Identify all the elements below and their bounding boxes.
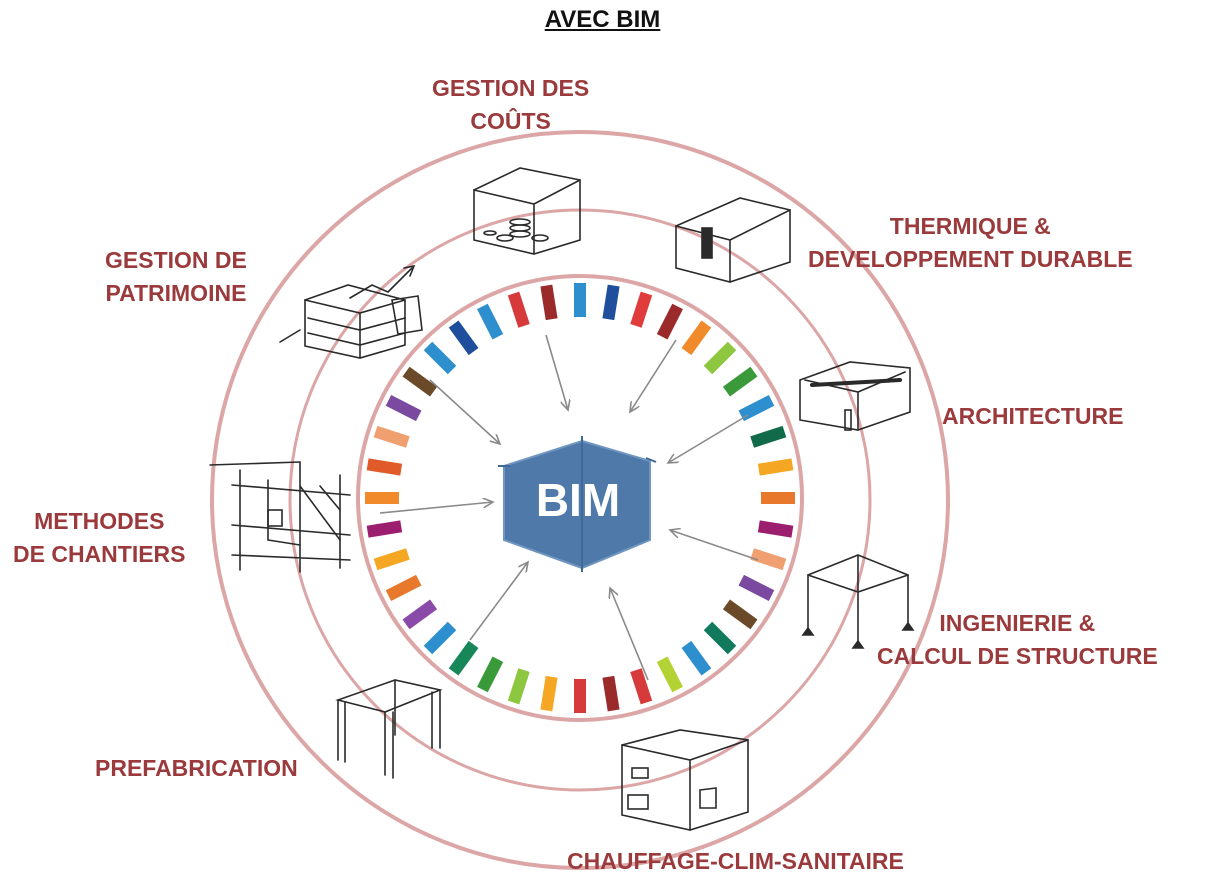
arrow <box>469 562 528 641</box>
scaffolding-sketch-icon <box>209 461 351 573</box>
color-tile <box>602 284 620 321</box>
color-tile <box>507 291 530 328</box>
color-tile <box>540 284 558 321</box>
color-tile <box>423 341 457 375</box>
color-tile <box>373 425 410 448</box>
post-beam-frame-sketch-icon <box>335 679 443 779</box>
room-with-equipment-sketch-icon <box>621 729 749 831</box>
color-tile <box>402 599 438 630</box>
color-tile <box>750 548 787 571</box>
color-tile <box>540 675 558 712</box>
color-tile <box>448 320 479 356</box>
color-tile <box>681 640 712 676</box>
label-line: GESTION DE <box>105 247 247 273</box>
color-tile <box>630 668 653 705</box>
bim-center-label: BIM <box>536 474 620 526</box>
color-tile <box>477 656 504 693</box>
label-ingenierie: INGENIERIE & CALCUL DE STRUCTURE <box>877 607 1158 673</box>
color-tile <box>477 303 504 340</box>
label-chauffage: CHAUFFAGE-CLIM-SANITAIRE <box>567 845 904 878</box>
color-tile <box>703 341 737 375</box>
label-prefabrication: PREFABRICATION <box>95 752 298 785</box>
frame-structure-sketch-icon <box>801 554 915 649</box>
color-tile <box>681 320 712 356</box>
label-line: METHODES <box>34 508 165 534</box>
color-tile <box>602 675 620 712</box>
label-line: DEVELOPPEMENT DURABLE <box>808 246 1133 272</box>
label-line: PREFABRICATION <box>95 755 298 781</box>
arrow <box>668 414 749 463</box>
label-methodes: METHODES DE CHANTIERS <box>13 505 186 571</box>
color-tile <box>722 599 758 630</box>
box-building-sketch-icon <box>675 197 791 283</box>
color-tile <box>385 395 422 422</box>
arrow <box>545 334 568 410</box>
label-line: PATRIMOINE <box>105 280 247 306</box>
label-line: GESTION DES <box>432 75 590 101</box>
color-tile <box>423 621 457 655</box>
label-gestion-des-couts: GESTION DES COÛTS <box>432 72 589 138</box>
color-tile <box>365 492 399 504</box>
color-tile <box>385 574 422 601</box>
color-tile <box>656 303 683 340</box>
color-tile <box>574 283 586 317</box>
label-line: INGENIERIE & <box>939 610 1096 636</box>
arrow <box>630 339 677 412</box>
arrows-group <box>379 334 759 681</box>
label-line: CHAUFFAGE-CLIM-SANITAIRE <box>567 848 904 874</box>
label-line: DE CHANTIERS <box>13 541 186 567</box>
color-tile <box>757 458 794 476</box>
label-thermique: THERMIQUE & DEVELOPPEMENT DURABLE <box>808 210 1133 276</box>
color-tile <box>373 548 410 571</box>
color-tile <box>507 668 530 705</box>
label-line: THERMIQUE & <box>889 213 1051 239</box>
inner-ring <box>356 274 804 722</box>
color-tile <box>757 520 794 538</box>
bim-hexagon: BIM <box>498 436 657 572</box>
label-line: ARCHITECTURE <box>942 403 1124 429</box>
diagram-title: AVEC BIM <box>544 6 661 33</box>
arrow <box>610 588 649 681</box>
outer-ring <box>210 130 950 870</box>
color-tile <box>574 679 586 713</box>
color-tile <box>366 458 403 476</box>
color-tile <box>738 574 775 601</box>
building-with-coins-sketch-icon <box>473 167 581 255</box>
house-sketch-icon <box>799 361 911 431</box>
label-architecture: ARCHITECTURE <box>942 400 1123 433</box>
color-tile <box>630 291 653 328</box>
arrow <box>670 530 759 561</box>
label-patrimoine: GESTION DE PATRIMOINE <box>105 244 247 310</box>
color-tile <box>366 520 403 538</box>
arrow <box>429 379 500 444</box>
label-line: COÛTS <box>470 108 551 134</box>
label-line: CALCUL DE STRUCTURE <box>877 643 1158 669</box>
color-tile <box>402 366 438 397</box>
color-tile <box>448 640 479 676</box>
building-with-chart-sketch-icon <box>279 264 423 359</box>
color-tiles-ring <box>365 283 795 713</box>
color-tile <box>703 621 737 655</box>
arrow <box>379 502 493 514</box>
color-tile <box>656 656 683 693</box>
color-tile <box>761 492 795 504</box>
color-tile <box>722 366 758 397</box>
color-tile <box>750 425 787 448</box>
